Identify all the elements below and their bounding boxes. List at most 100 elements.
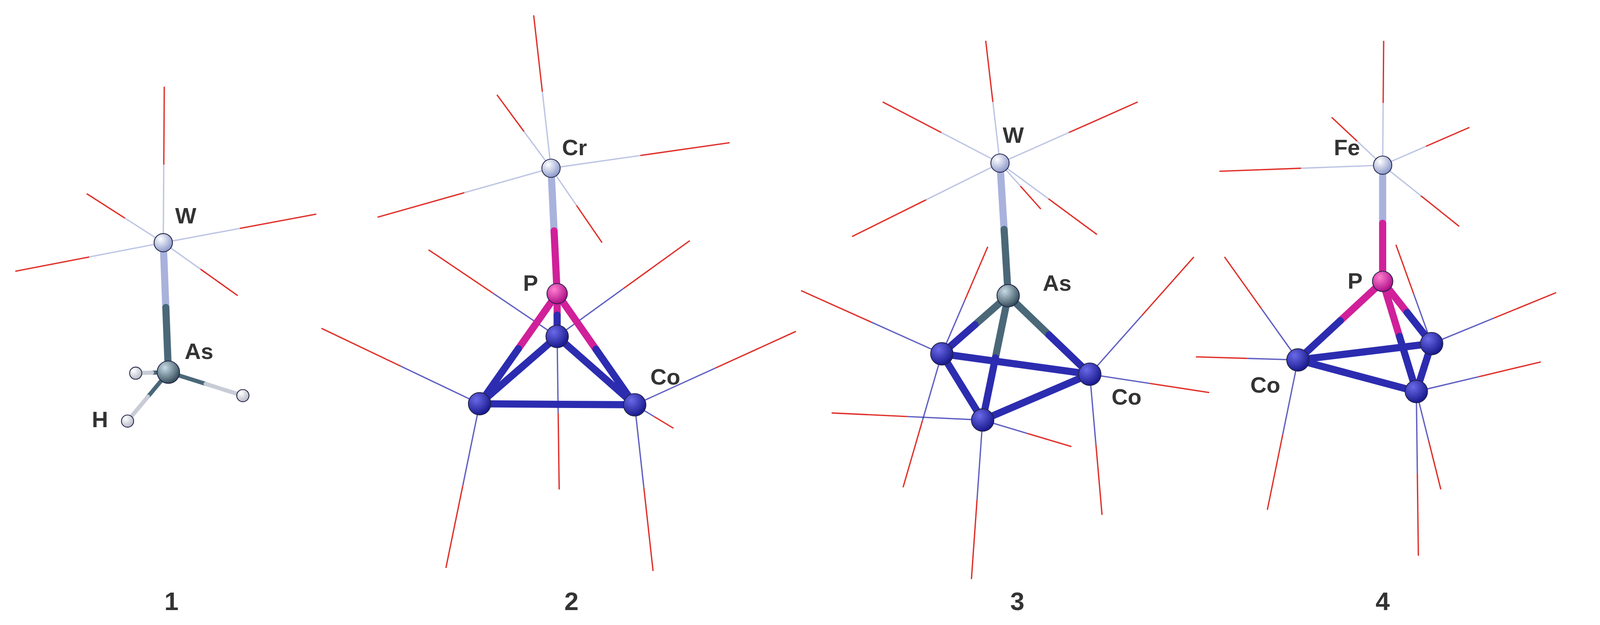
compound-number: 1 — [164, 589, 179, 615]
carbonyl-bond — [634, 404, 645, 489]
carbonyl-bond — [462, 404, 480, 487]
carbonyl-oxygen — [971, 500, 978, 580]
carbonyl-oxygen — [497, 94, 524, 132]
atom — [157, 361, 180, 384]
atom — [1286, 349, 1310, 372]
atom — [990, 154, 1010, 173]
carbonyl-oxygen — [1219, 168, 1301, 172]
carbonyl-oxygen — [964, 247, 988, 301]
compound-number: 3 — [1010, 589, 1025, 615]
carbonyl-bond — [542, 91, 551, 169]
atom-label: H — [91, 409, 108, 432]
atom — [1373, 156, 1392, 175]
atom — [129, 367, 143, 380]
atom — [1078, 363, 1102, 386]
atom-label: Co — [650, 366, 681, 390]
atom — [1372, 271, 1394, 292]
carbonyl-oxygen — [1428, 440, 1441, 490]
carbonyl-oxygen — [1195, 357, 1248, 359]
atom-label: P — [1347, 270, 1363, 294]
compound-number: 4 — [1375, 589, 1390, 615]
carbonyl-oxygen — [1396, 244, 1414, 295]
carbonyl-oxygen — [831, 413, 908, 417]
carbonyl-oxygen — [428, 250, 493, 294]
carbonyl-bond — [925, 163, 1000, 201]
atom — [468, 392, 492, 416]
carbonyl-oxygen — [445, 486, 463, 569]
atom — [971, 409, 995, 432]
carbonyl-oxygen — [800, 290, 872, 323]
atom — [236, 389, 250, 403]
carbonyl-oxygen — [1048, 198, 1097, 235]
carbonyl-oxygen — [1068, 101, 1138, 133]
carbonyl-oxygen — [623, 240, 690, 289]
carbonyl-bond — [464, 168, 551, 193]
carbonyl-oxygen — [239, 214, 317, 229]
carbonyl-oxygen — [377, 192, 465, 218]
atom — [623, 393, 646, 417]
atom — [154, 233, 173, 253]
atom-label: Cr — [561, 136, 587, 160]
carbonyl-bond — [1300, 165, 1383, 169]
bond — [163, 242, 166, 308]
carbonyl-bond — [1416, 391, 1418, 475]
atom — [930, 343, 954, 366]
carbonyl-oxygen — [163, 86, 165, 165]
carbonyl-oxygen — [882, 101, 942, 133]
bond — [479, 404, 558, 405]
carbonyl-oxygen — [1149, 383, 1210, 393]
carbonyl-bond — [977, 420, 983, 501]
carbonyl-bond — [1089, 315, 1142, 375]
carbonyl-oxygen — [1425, 127, 1470, 147]
carbonyl-oxygen — [576, 205, 603, 243]
carbonyl-oxygen — [1383, 40, 1384, 104]
compound-number: 2 — [564, 589, 579, 615]
carbonyl-oxygen — [1020, 186, 1042, 210]
bond — [557, 404, 635, 405]
carbonyl-oxygen — [533, 15, 543, 92]
carbonyl-oxygen — [1493, 292, 1557, 319]
atom-label: W — [174, 205, 197, 228]
atom — [541, 159, 561, 178]
carbonyl-oxygen — [200, 269, 238, 296]
carbonyl-oxygen — [1096, 445, 1103, 516]
carbonyl-oxygen — [558, 413, 559, 490]
carbonyl-oxygen — [903, 421, 923, 489]
carbonyl-oxygen — [654, 416, 674, 429]
carbonyl-oxygen — [1417, 474, 1419, 557]
carbonyl-bond — [89, 242, 163, 257]
carbonyl-oxygen — [1026, 433, 1072, 447]
carbonyl-oxygen — [852, 200, 926, 237]
atom — [546, 283, 568, 305]
carbonyl-bond — [941, 132, 1001, 164]
carbonyl-oxygen — [715, 331, 796, 369]
carbonyl-bond — [163, 164, 164, 243]
atom — [121, 415, 134, 428]
carbonyl-oxygen — [1420, 195, 1460, 227]
atom-label: As — [1042, 272, 1072, 296]
carbonyl-oxygen — [1267, 435, 1283, 511]
carbonyl-oxygen — [15, 257, 90, 272]
atom-label: Co — [1250, 374, 1280, 398]
atom-label: As — [184, 340, 214, 364]
atom-label: P — [523, 272, 539, 296]
carbonyl-oxygen — [1478, 362, 1541, 378]
carbonyl-oxygen — [321, 328, 401, 367]
carbonyl-bond — [163, 228, 240, 243]
carbonyl-oxygen — [1224, 257, 1262, 309]
carbonyl-oxygen — [640, 142, 730, 156]
atom-label: W — [1002, 124, 1024, 148]
carbonyl-oxygen — [643, 488, 654, 572]
carbonyl-oxygen — [985, 40, 993, 102]
bond — [1000, 163, 1005, 230]
atom — [1420, 332, 1443, 356]
carbonyl-bond — [400, 366, 480, 405]
atom-label: Co — [1111, 386, 1142, 410]
atom — [997, 284, 1020, 308]
atom — [1405, 380, 1428, 404]
carbonyl-oxygen — [86, 193, 126, 219]
atom-label: Fe — [1333, 136, 1360, 160]
atom — [545, 325, 569, 349]
